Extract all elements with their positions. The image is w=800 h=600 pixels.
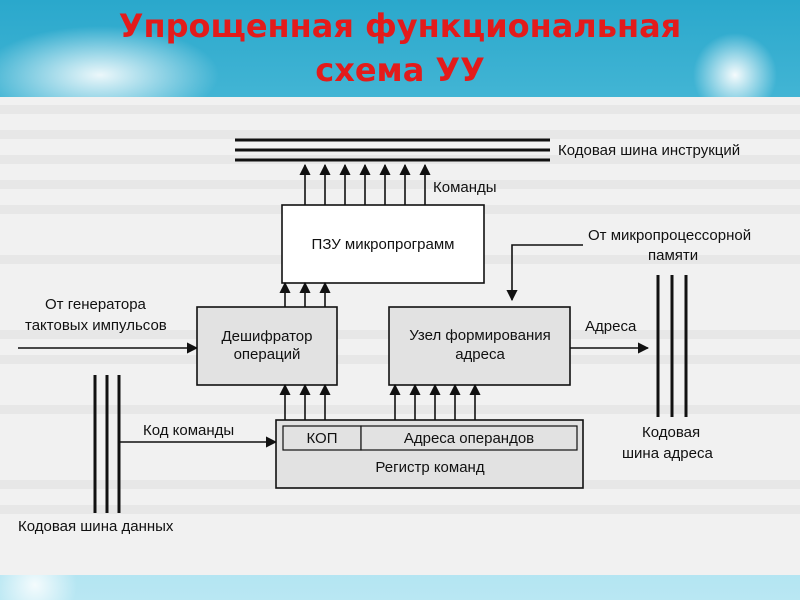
- command-code-label: Код команды: [143, 422, 234, 439]
- decoder-label-line-1: Дешифратор: [222, 328, 313, 345]
- commands-label: Команды: [433, 179, 497, 196]
- address-bus: [656, 275, 688, 417]
- decoder-block: [196, 306, 338, 386]
- decoder-label-line-2: операций: [234, 346, 301, 363]
- kop-label: КОП: [306, 430, 337, 447]
- decoder-to-rom-arrows: [279, 281, 331, 307]
- address-unit-label-line-1: Узел формирования: [409, 327, 551, 344]
- address-unit-label-line-2: адреса: [455, 346, 505, 363]
- clock-label-line-1: От генератора: [45, 296, 147, 313]
- instruction-bus: [235, 138, 550, 162]
- from-memory-label-line-1: От микропроцессорной: [588, 227, 751, 244]
- slide-title-line-2: схема УУ: [315, 51, 485, 89]
- microprogram-rom-label: ПЗУ микропрограмм: [312, 236, 455, 253]
- operand-addresses-field: [360, 425, 578, 451]
- instruction-bus-label: Кодовая шина инструкций: [558, 142, 740, 159]
- control-unit-diagram: Кодовая шина инструкций Команды ПЗУ микр…: [18, 138, 751, 535]
- kop-field: [282, 425, 362, 451]
- addresses-label: Адреса: [585, 318, 637, 335]
- slide-title: Упрощенная функциональная схема УУ: [0, 4, 800, 92]
- address-bus-label-line-2: шина адреса: [622, 445, 713, 462]
- address-bus-label-line-1: Кодовая: [642, 424, 700, 441]
- data-bus: [93, 375, 121, 513]
- register-to-address-unit-arrows: [389, 383, 481, 420]
- commands-arrows: [299, 163, 431, 205]
- from-memory-arrow: [506, 244, 583, 302]
- from-memory-label-line-2: памяти: [648, 247, 698, 264]
- microprogram-rom-block: [281, 204, 485, 284]
- clock-label-line-2: тактовых импульсов: [25, 317, 167, 334]
- data-bus-label: Кодовая шина данных: [18, 518, 174, 535]
- operand-addresses-label: Адреса операндов: [404, 430, 534, 447]
- slide-title-line-1: Упрощенная функциональная: [118, 7, 682, 45]
- register-to-decoder-arrows: [279, 383, 331, 420]
- command-register-label: Регистр команд: [375, 459, 484, 476]
